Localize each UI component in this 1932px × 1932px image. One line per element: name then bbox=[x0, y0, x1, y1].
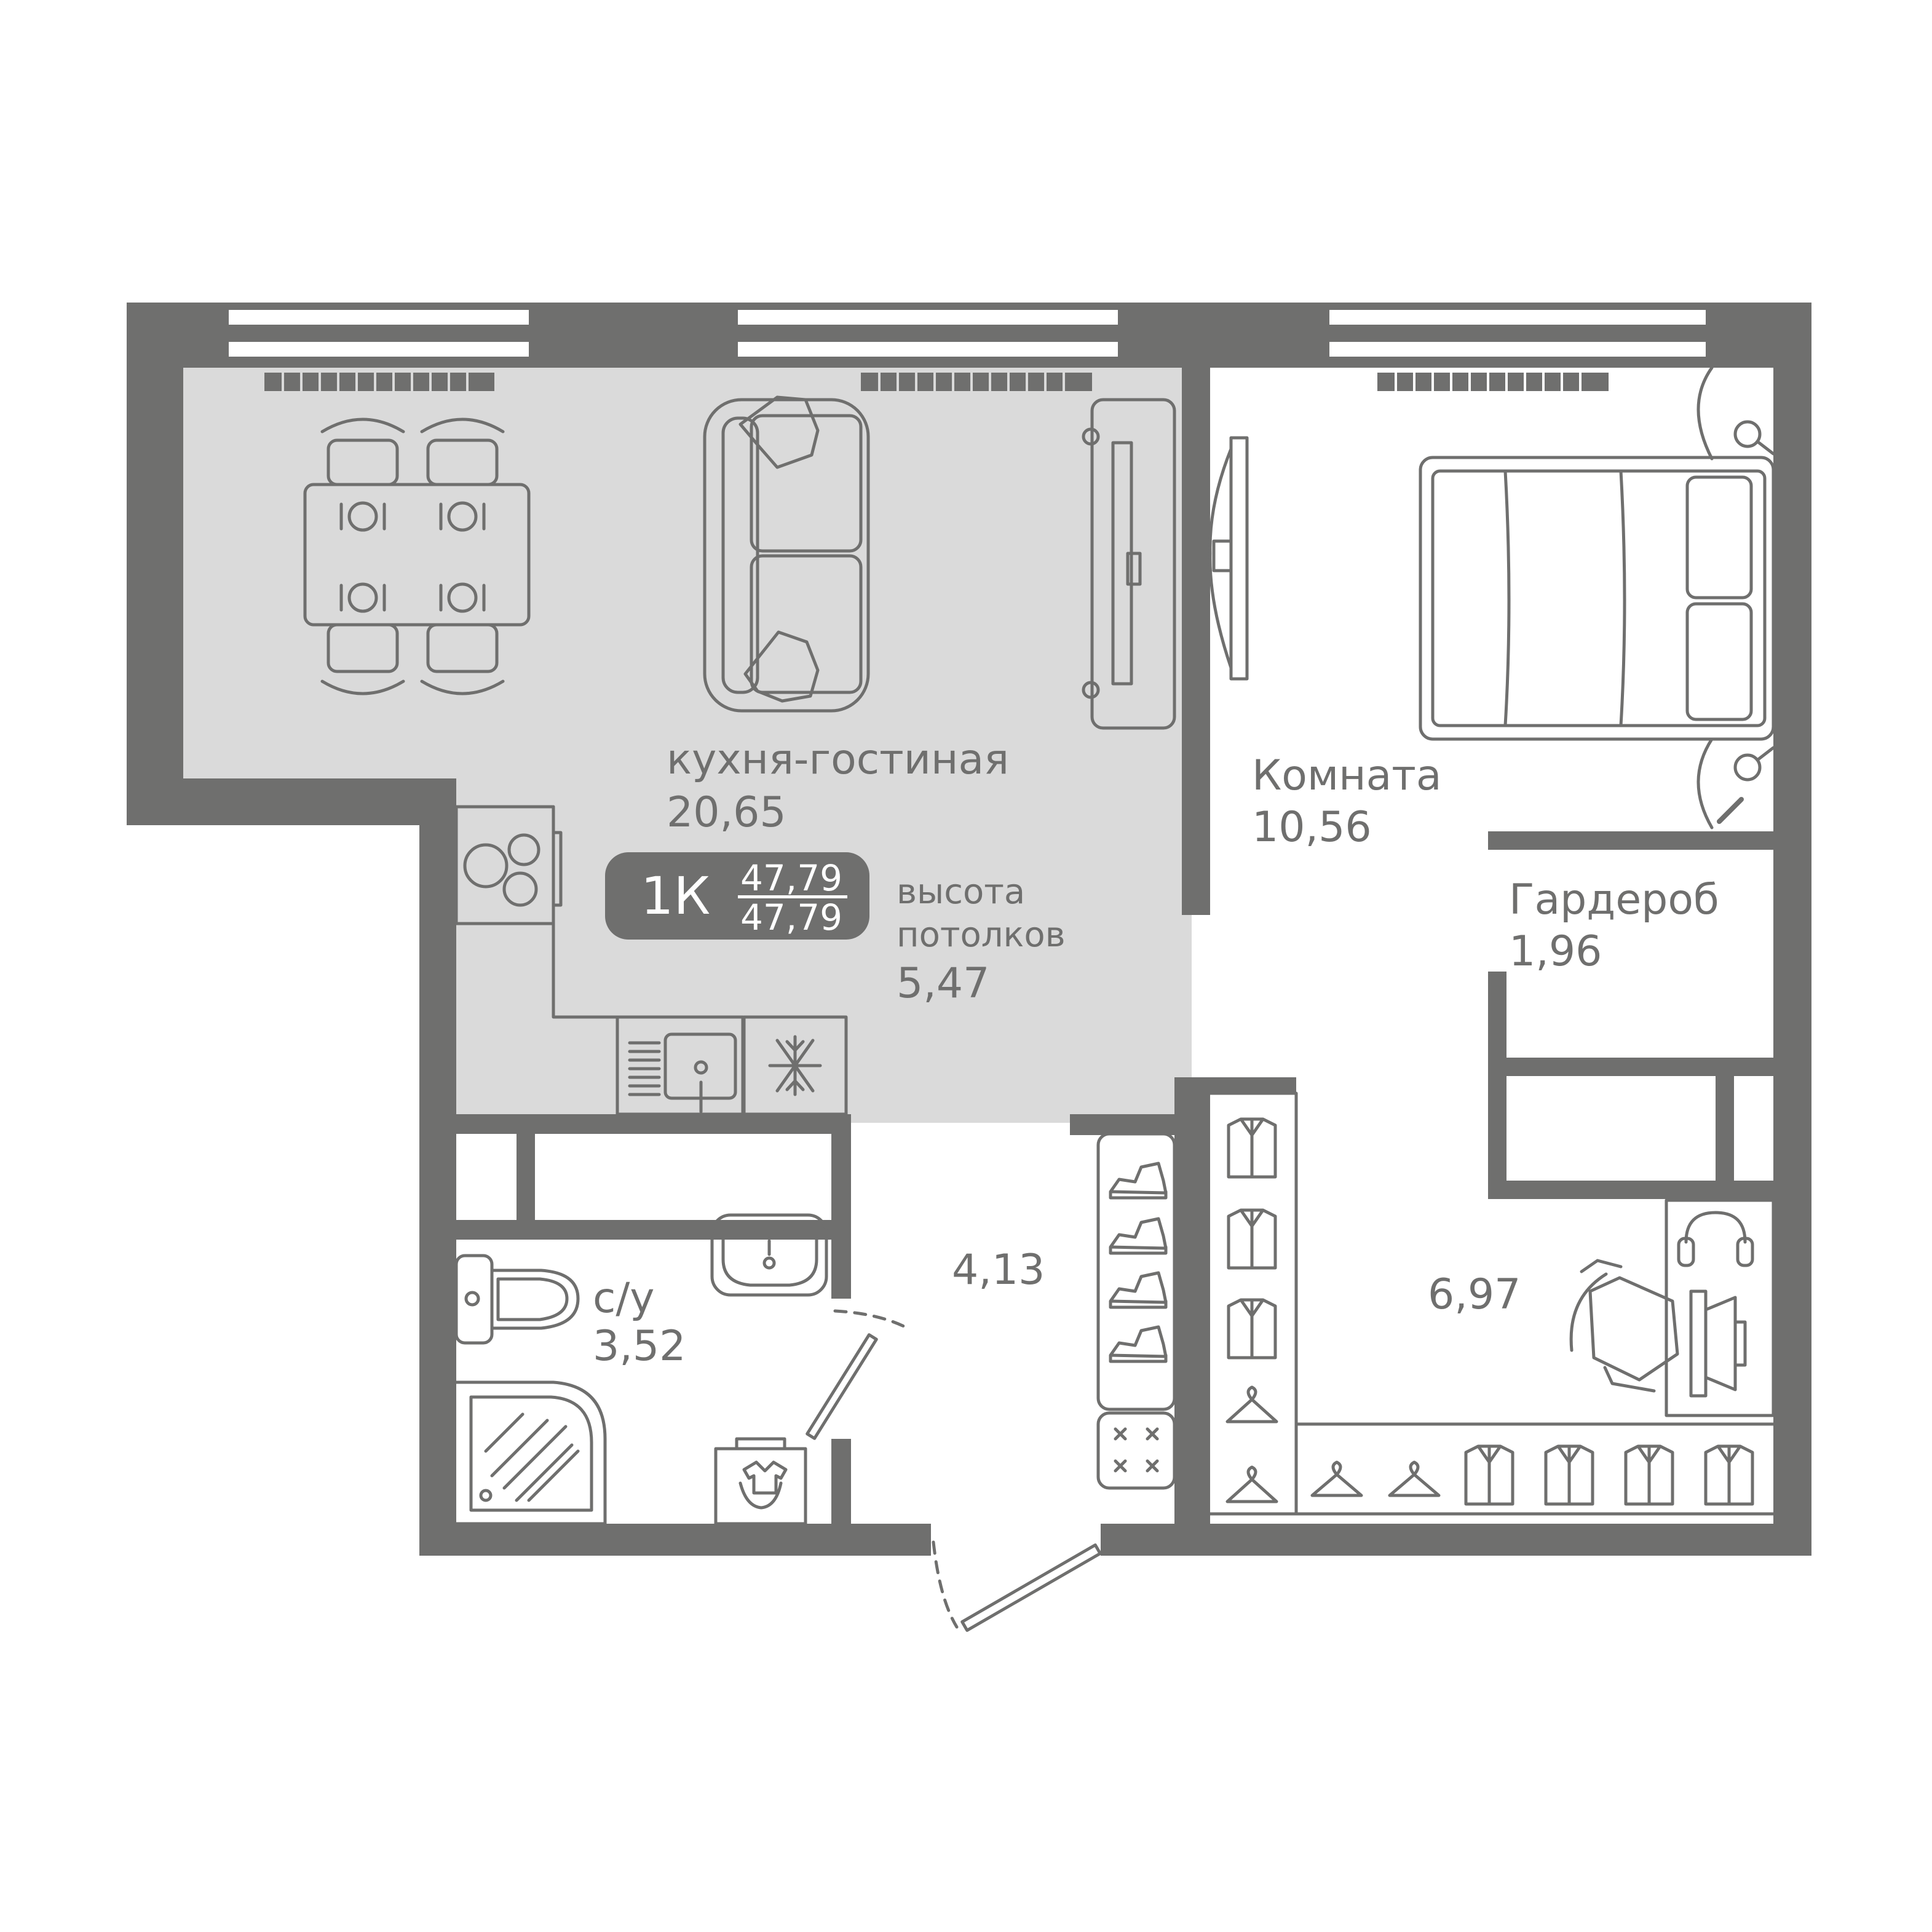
monitor-icon bbox=[1689, 1289, 1747, 1398]
shirt-icon bbox=[1227, 1117, 1754, 1506]
radiator-icon bbox=[264, 373, 1609, 391]
walls bbox=[127, 303, 1811, 1556]
washing-machine-icon bbox=[714, 1437, 807, 1526]
plate-icon bbox=[339, 501, 486, 613]
door-swing-icon bbox=[806, 1309, 1102, 1632]
apartment-type: 1К bbox=[641, 866, 711, 926]
nightstand-lamp-icon bbox=[1696, 366, 1775, 829]
living-area: 47,79 bbox=[740, 897, 843, 938]
bed-icon bbox=[1419, 456, 1775, 741]
area-divider bbox=[738, 895, 847, 898]
room-area-wardrobe: 1,96 bbox=[1509, 927, 1602, 976]
living-zone-fill bbox=[183, 368, 1192, 1123]
room-name-bathroom: с/у bbox=[593, 1274, 655, 1323]
bathroom-sink-icon bbox=[710, 1213, 828, 1297]
shoe-cabinet bbox=[1096, 1132, 1176, 1490]
shower-icon bbox=[454, 1380, 607, 1526]
apartment-badge: 1К 47,79 47,79 bbox=[605, 852, 869, 940]
total-area: 47,79 bbox=[740, 857, 843, 899]
closet bbox=[1208, 1091, 1775, 1516]
ceiling-label-line2: потолков bbox=[897, 915, 1066, 955]
hanger-icon bbox=[1225, 1385, 1441, 1503]
sofa-icon bbox=[703, 395, 870, 713]
room-area-living: 20,65 bbox=[667, 788, 786, 837]
office-chair-icon bbox=[1569, 1259, 1679, 1393]
headphones-icon bbox=[1677, 1211, 1754, 1267]
room-name-wardrobe: Гардероб bbox=[1509, 876, 1719, 924]
ceiling-label-line1: высота bbox=[897, 872, 1026, 912]
wall-tv-icon bbox=[1208, 436, 1249, 681]
room-area-bathroom: 3,52 bbox=[593, 1322, 686, 1371]
room-name-living: кухня-гостиная bbox=[667, 735, 1010, 784]
toilet-icon bbox=[454, 1254, 580, 1345]
fridge-icon bbox=[742, 1015, 848, 1116]
cooktop-icon bbox=[454, 805, 619, 1019]
dining-table-icon bbox=[303, 418, 531, 695]
windows bbox=[229, 310, 1706, 357]
room-name-bedroom: Комната bbox=[1252, 751, 1442, 800]
chair-icon bbox=[320, 418, 505, 695]
room-area-workspace: 6,97 bbox=[1428, 1270, 1521, 1319]
sneakers-icon bbox=[1109, 1162, 1168, 1363]
room-area-hall: 4,13 bbox=[952, 1246, 1045, 1294]
tv-stand-icon bbox=[1082, 398, 1176, 730]
desk-icon bbox=[1569, 1198, 1775, 1417]
room-area-bedroom: 10,56 bbox=[1252, 803, 1372, 852]
ceiling-height: 5,47 bbox=[897, 959, 990, 1008]
